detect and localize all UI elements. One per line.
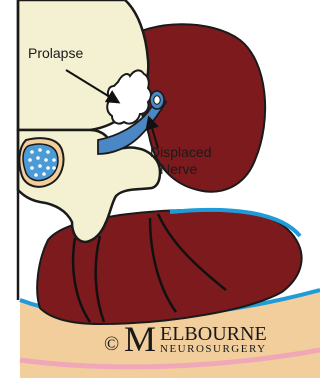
prolapse-label: Prolapse xyxy=(28,45,83,61)
rootlet-dot xyxy=(44,158,48,162)
displaced-label-line1: Displaced xyxy=(150,144,211,160)
rootlet-dot xyxy=(38,148,42,152)
displaced-label-line2: Nerve xyxy=(160,161,198,177)
watermark-initial: M xyxy=(124,319,156,359)
copyright-symbol: © xyxy=(104,333,119,355)
rootlet-dot xyxy=(30,166,34,170)
spinal-canal xyxy=(19,138,63,187)
rootlet-dot xyxy=(46,150,50,154)
rootlet-dot xyxy=(52,166,56,170)
rootlet-dot xyxy=(30,150,34,154)
rootlet-dot xyxy=(28,158,32,162)
watermark-name: ELBOURNE xyxy=(160,323,267,345)
rootlet-dot xyxy=(36,156,40,160)
rootlet-dot xyxy=(42,172,46,176)
nerve-root-end xyxy=(150,91,164,109)
rootlet-dot xyxy=(46,166,50,170)
rootlet-dot xyxy=(38,164,42,168)
rootlet-dot xyxy=(52,158,56,162)
watermark: © M ELBOURNE NEUROSURGERY xyxy=(104,319,267,359)
rootlet-dot xyxy=(34,173,38,177)
watermark-subtitle: NEUROSURGERY xyxy=(160,343,267,355)
